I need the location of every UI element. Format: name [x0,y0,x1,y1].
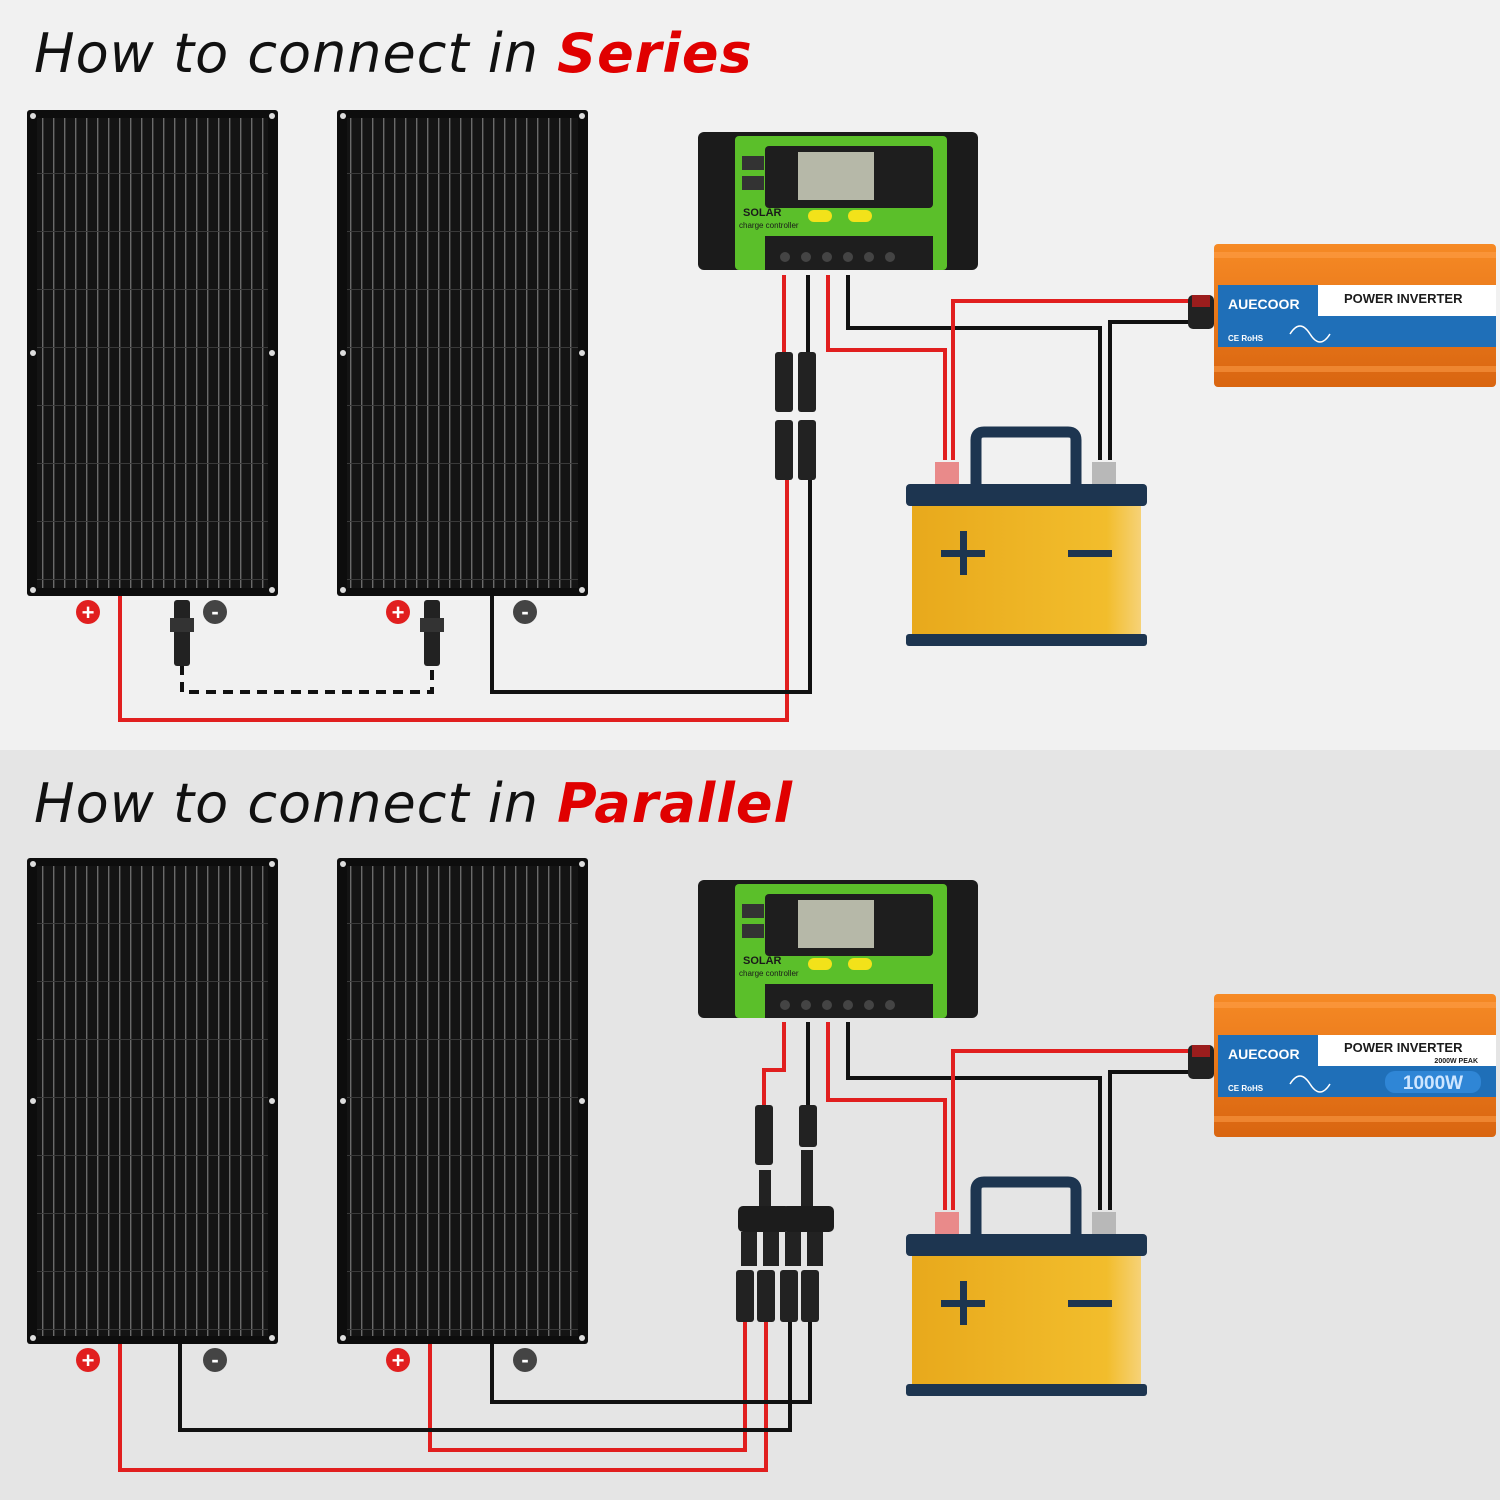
power-inverter: AUECOOR POWER INVERTER 2000W PEAK CE RoH… [1188,994,1496,1137]
series-jumper [180,665,434,694]
mc4-connector-panel-2 [420,600,444,666]
svg-text:+: + [392,1348,405,1373]
battery-plus-icon [941,1281,985,1325]
power-inverter: AUECOOR POWER INVERTER CE RoHS [1188,244,1496,387]
panel-2-negative-marker: - [513,1347,537,1372]
solar-panel-1 [27,858,278,1344]
panel-2-positive-marker: + [386,600,410,625]
controller-subtitle: charge controller [739,221,799,230]
y-branch-connector-negative [782,1150,834,1266]
parallel-heading-prefix: How to connect in [34,772,558,835]
svg-text:-: - [521,599,528,624]
series-wiring-diagram: + - + - SO [27,110,1496,722]
series-heading-accent: Series [557,22,753,85]
mc4-connectors-lower-row [736,1270,819,1322]
inverter-brand: AUECOOR [1228,1046,1300,1062]
inverter-negative-wire [1108,320,1195,460]
mc4-connector-pair-upper [755,1105,817,1165]
inverter-negative-wire [1108,1070,1195,1210]
inverter-cert: CE RoHS [1228,1084,1264,1093]
svg-text:-: - [521,1347,528,1372]
negative-wire-main [490,480,812,694]
solar-panel-2 [337,110,588,596]
parallel-section: How to connect in Parallel [0,750,1500,1500]
mc4-connector-pair-lower [775,420,816,480]
svg-text:+: + [82,600,95,625]
panel-1-negative-marker: - [203,1347,227,1372]
inverter-title: POWER INVERTER [1344,1040,1463,1055]
mc4-connector-pair-upper [775,352,816,412]
panel-2-negative-marker: - [513,599,537,624]
battery [906,1176,1147,1396]
series-wires [118,275,1195,722]
controller-brand: SOLAR [743,207,782,219]
inverter-peak: 2000W PEAK [1434,1058,1478,1065]
parallel-wiring-diagram: + - + - [27,858,1496,1472]
inverter-positive-wire [951,1049,1195,1210]
svg-text:-: - [211,1347,218,1372]
panel-1-negative-wire [178,1320,792,1432]
svg-text:-: - [211,599,218,624]
controller-battery-negative [846,275,1102,460]
mc4-connector-panel-1 [170,600,194,666]
charge-controller: SOLAR charge controller [698,880,978,1018]
panel-2-positive-wire [428,1320,747,1452]
inverter-positive-wire [951,299,1195,460]
controller-battery-positive [826,275,947,460]
inverter-cert: CE RoHS [1228,334,1264,343]
y-branch-connector-positive [738,1170,790,1266]
series-heading: How to connect in Series [34,22,753,85]
solar-panel-2 [337,858,588,1344]
series-heading-prefix: How to connect in [34,22,558,85]
charge-controller: SOLAR charge controller [698,132,978,270]
controller-battery-negative [846,1022,1102,1210]
inverter-brand: AUECOOR [1228,296,1300,312]
solar-panel-1 [27,110,278,596]
series-section: How to connect in Series [0,0,1500,750]
panel-1-negative-marker: - [203,599,227,624]
parallel-heading-accent: Parallel [557,772,793,835]
controller-battery-positive [826,1022,947,1210]
battery-minus-icon [1068,1300,1112,1307]
panel-1-positive-marker: + [76,600,100,625]
battery [906,426,1147,646]
panel-2-positive-marker: + [386,1348,410,1373]
parallel-wires [118,1022,1195,1472]
svg-text:+: + [82,1348,95,1373]
svg-text:+: + [392,600,405,625]
parallel-heading: How to connect in Parallel [34,772,793,835]
panel-2-negative-wire [490,1320,812,1404]
controller-subtitle: charge controller [739,969,799,978]
inverter-title: POWER INVERTER [1344,291,1463,306]
controller-pv-positive [762,1022,786,1110]
inverter-rating: 1000W [1403,1073,1463,1094]
panel-1-positive-marker: + [76,1348,100,1373]
panel-1-positive-wire [118,1320,768,1472]
controller-brand: SOLAR [743,955,782,967]
battery-plus-icon [941,531,985,575]
positive-wire-main [118,480,789,722]
battery-minus-icon [1068,550,1112,557]
